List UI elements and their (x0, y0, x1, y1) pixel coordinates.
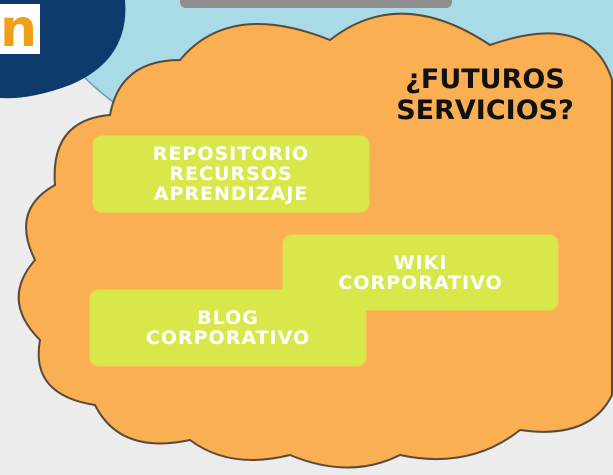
node-label-line: BLOG (197, 307, 259, 329)
node-label-line: CORPORATIVO (338, 271, 503, 294)
node-repositorio-recursos-aprendizaje[interactable]: REPOSITORIO RECURSOS APRENDIZAJE (93, 136, 369, 212)
cloud-title: ¿FUTUROS SERVICIOS? (360, 64, 610, 126)
cloud-title-line1: ¿FUTUROS (405, 64, 565, 95)
node-wiki-corporativo[interactable]: WIKI CORPORATIVO (283, 235, 558, 310)
top-gray-bar (180, 0, 452, 8)
node-label-line: APRENDIZAJE (153, 183, 309, 205)
node-label-line: CORPORATIVO (145, 327, 311, 349)
logo-icon: n (0, 4, 40, 54)
node-blog-corporativo[interactable]: BLOG CORPORATIVO (90, 290, 366, 366)
cloud-title-line2: SERVICIOS? (396, 95, 574, 126)
node-label-line: REPOSITORIO (152, 143, 310, 165)
node-label-line: WIKI (393, 251, 448, 274)
node-label-line: RECURSOS (169, 163, 293, 185)
